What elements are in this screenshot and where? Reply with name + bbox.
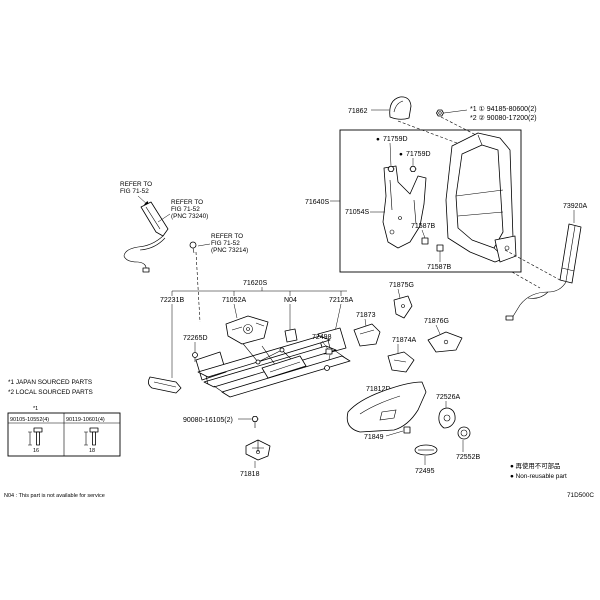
bolt-table-header: 90105-10552(4) <box>10 417 49 423</box>
diagram-code: 71D500C <box>567 492 594 499</box>
bolt-icon <box>84 427 99 446</box>
leader-line <box>321 340 329 350</box>
leader-line <box>385 430 404 437</box>
reference-text: REFER TO <box>171 199 203 206</box>
source-note: *2 LOCAL SOURCED PARTS <box>8 389 93 396</box>
callout-72495: 72495 <box>415 468 435 475</box>
callout-71812d: 71812D <box>366 386 391 393</box>
callout-71759d-b: 71759D <box>406 151 431 158</box>
source-note: *1 JAPAN SOURCED PARTS <box>8 379 92 386</box>
non-reusable-legend-en: ● Non-reusable part <box>510 473 567 480</box>
non-reusable-mark: ● <box>399 151 403 158</box>
bracket-71874a <box>387 351 415 373</box>
reference-text: FIG 71-52 <box>211 240 240 247</box>
reference-part <box>189 241 197 254</box>
seat-track-assembly-71620s <box>195 327 351 398</box>
bolt-72265d <box>192 352 198 362</box>
reference-text: (PNC 73240) <box>171 213 208 220</box>
callout-73920a: 73920A <box>563 203 587 210</box>
height-adjuster-71052a <box>225 315 269 345</box>
reference-text: (PNC 73214) <box>211 247 248 254</box>
callout-71587b-a: 71587B <box>411 223 435 230</box>
release-cable-73920a <box>505 223 582 321</box>
callout-72552b: 72552B <box>456 454 480 461</box>
callout-72125a: 72125A <box>329 297 353 304</box>
leader-line <box>157 213 171 223</box>
table-note: *1 <box>33 406 38 412</box>
callout-71818: 71818 <box>240 471 260 478</box>
callout-71875g: 71875G <box>389 282 414 289</box>
callout-71849: 71849 <box>364 434 384 441</box>
knob-72552b <box>457 426 471 440</box>
callout-72498: 72498 <box>312 334 332 341</box>
callout-n04: N04 <box>284 297 297 304</box>
assembly-dashed-line <box>397 120 466 147</box>
leader-line <box>421 229 426 239</box>
callout-71873: 71873 <box>356 312 376 319</box>
leader-line <box>197 243 211 247</box>
cap-72495 <box>414 444 438 456</box>
seat-back-frame-71640s <box>445 132 517 263</box>
bracket-71818 <box>245 439 271 461</box>
callout-71054s: 71054S <box>345 209 369 216</box>
leader-line <box>397 288 401 299</box>
non-reusable-legend-jp: ● 再使用不可部品 <box>510 461 560 470</box>
callout-71759d-a: 71759D <box>383 136 408 143</box>
callout-bolt-local: *2 ② 90080-17200(2) <box>470 114 537 122</box>
nut-icon <box>436 109 444 117</box>
assembly-dashed-line <box>504 249 561 281</box>
callout-71874a: 71874A <box>392 337 416 344</box>
callout-bolt-japan: *1 ① 94185-80600(2) <box>470 105 537 113</box>
bracket-71876g <box>427 331 463 353</box>
assembly-dashed-line <box>440 116 481 138</box>
n04-note: N04 : This part is not available for ser… <box>4 493 105 499</box>
callout-bracket <box>171 287 347 296</box>
leader-line <box>389 142 392 167</box>
side-bracket-71054s <box>382 165 427 249</box>
assembly-dashed-line <box>511 271 541 289</box>
seat-adjust-lever <box>140 201 169 237</box>
callout-90080-16105: 90080-16105(2) <box>183 417 233 424</box>
non-reusable-mark: ● <box>376 136 380 143</box>
track-handle-72231b <box>148 376 182 394</box>
callout-71587b-b: 71587B <box>427 264 451 271</box>
seat-back-cover-71862 <box>389 96 412 120</box>
reference-text: REFER TO <box>120 181 152 188</box>
reference-text: FIG 71-52 <box>171 206 200 213</box>
reference-text: FIG 71-52 <box>120 188 149 195</box>
bolt-90080-16105 <box>251 416 259 428</box>
assembly-dashed-line <box>195 251 201 323</box>
callout-71876g: 71876G <box>424 318 449 325</box>
reference-text: REFER TO <box>211 233 243 240</box>
clip-nut-71759d <box>387 166 417 172</box>
callout-72526a: 72526A <box>436 394 460 401</box>
callout-71620s: 71620S <box>243 280 267 287</box>
bolt-table <box>7 412 121 457</box>
part-71849 <box>403 426 411 434</box>
leader-line <box>364 318 367 327</box>
callout-71640s: 71640S <box>305 199 329 206</box>
lever-cable <box>123 235 166 273</box>
callout-71862: 71862 <box>348 108 368 115</box>
bracket-71873 <box>353 323 381 347</box>
leader-line <box>435 324 441 335</box>
knob-72526a <box>438 407 456 429</box>
leader-line <box>443 109 468 114</box>
bolt-table-header: 90119-10601(4) <box>66 417 105 423</box>
cushion-shield-71812d <box>346 381 427 433</box>
part-n04 <box>284 328 298 343</box>
part-72498 <box>325 348 333 355</box>
bracket-71875g <box>393 295 413 319</box>
bolt-length: 16 <box>33 448 39 454</box>
callout-72265d: 72265D <box>183 335 208 342</box>
callout-72231b: 72231B <box>160 297 184 304</box>
part-72125a <box>324 365 330 371</box>
bolt-length: 18 <box>89 448 95 454</box>
leader-line <box>171 303 342 378</box>
bolt-icon <box>28 427 43 446</box>
callout-71052a: 71052A <box>222 297 246 304</box>
